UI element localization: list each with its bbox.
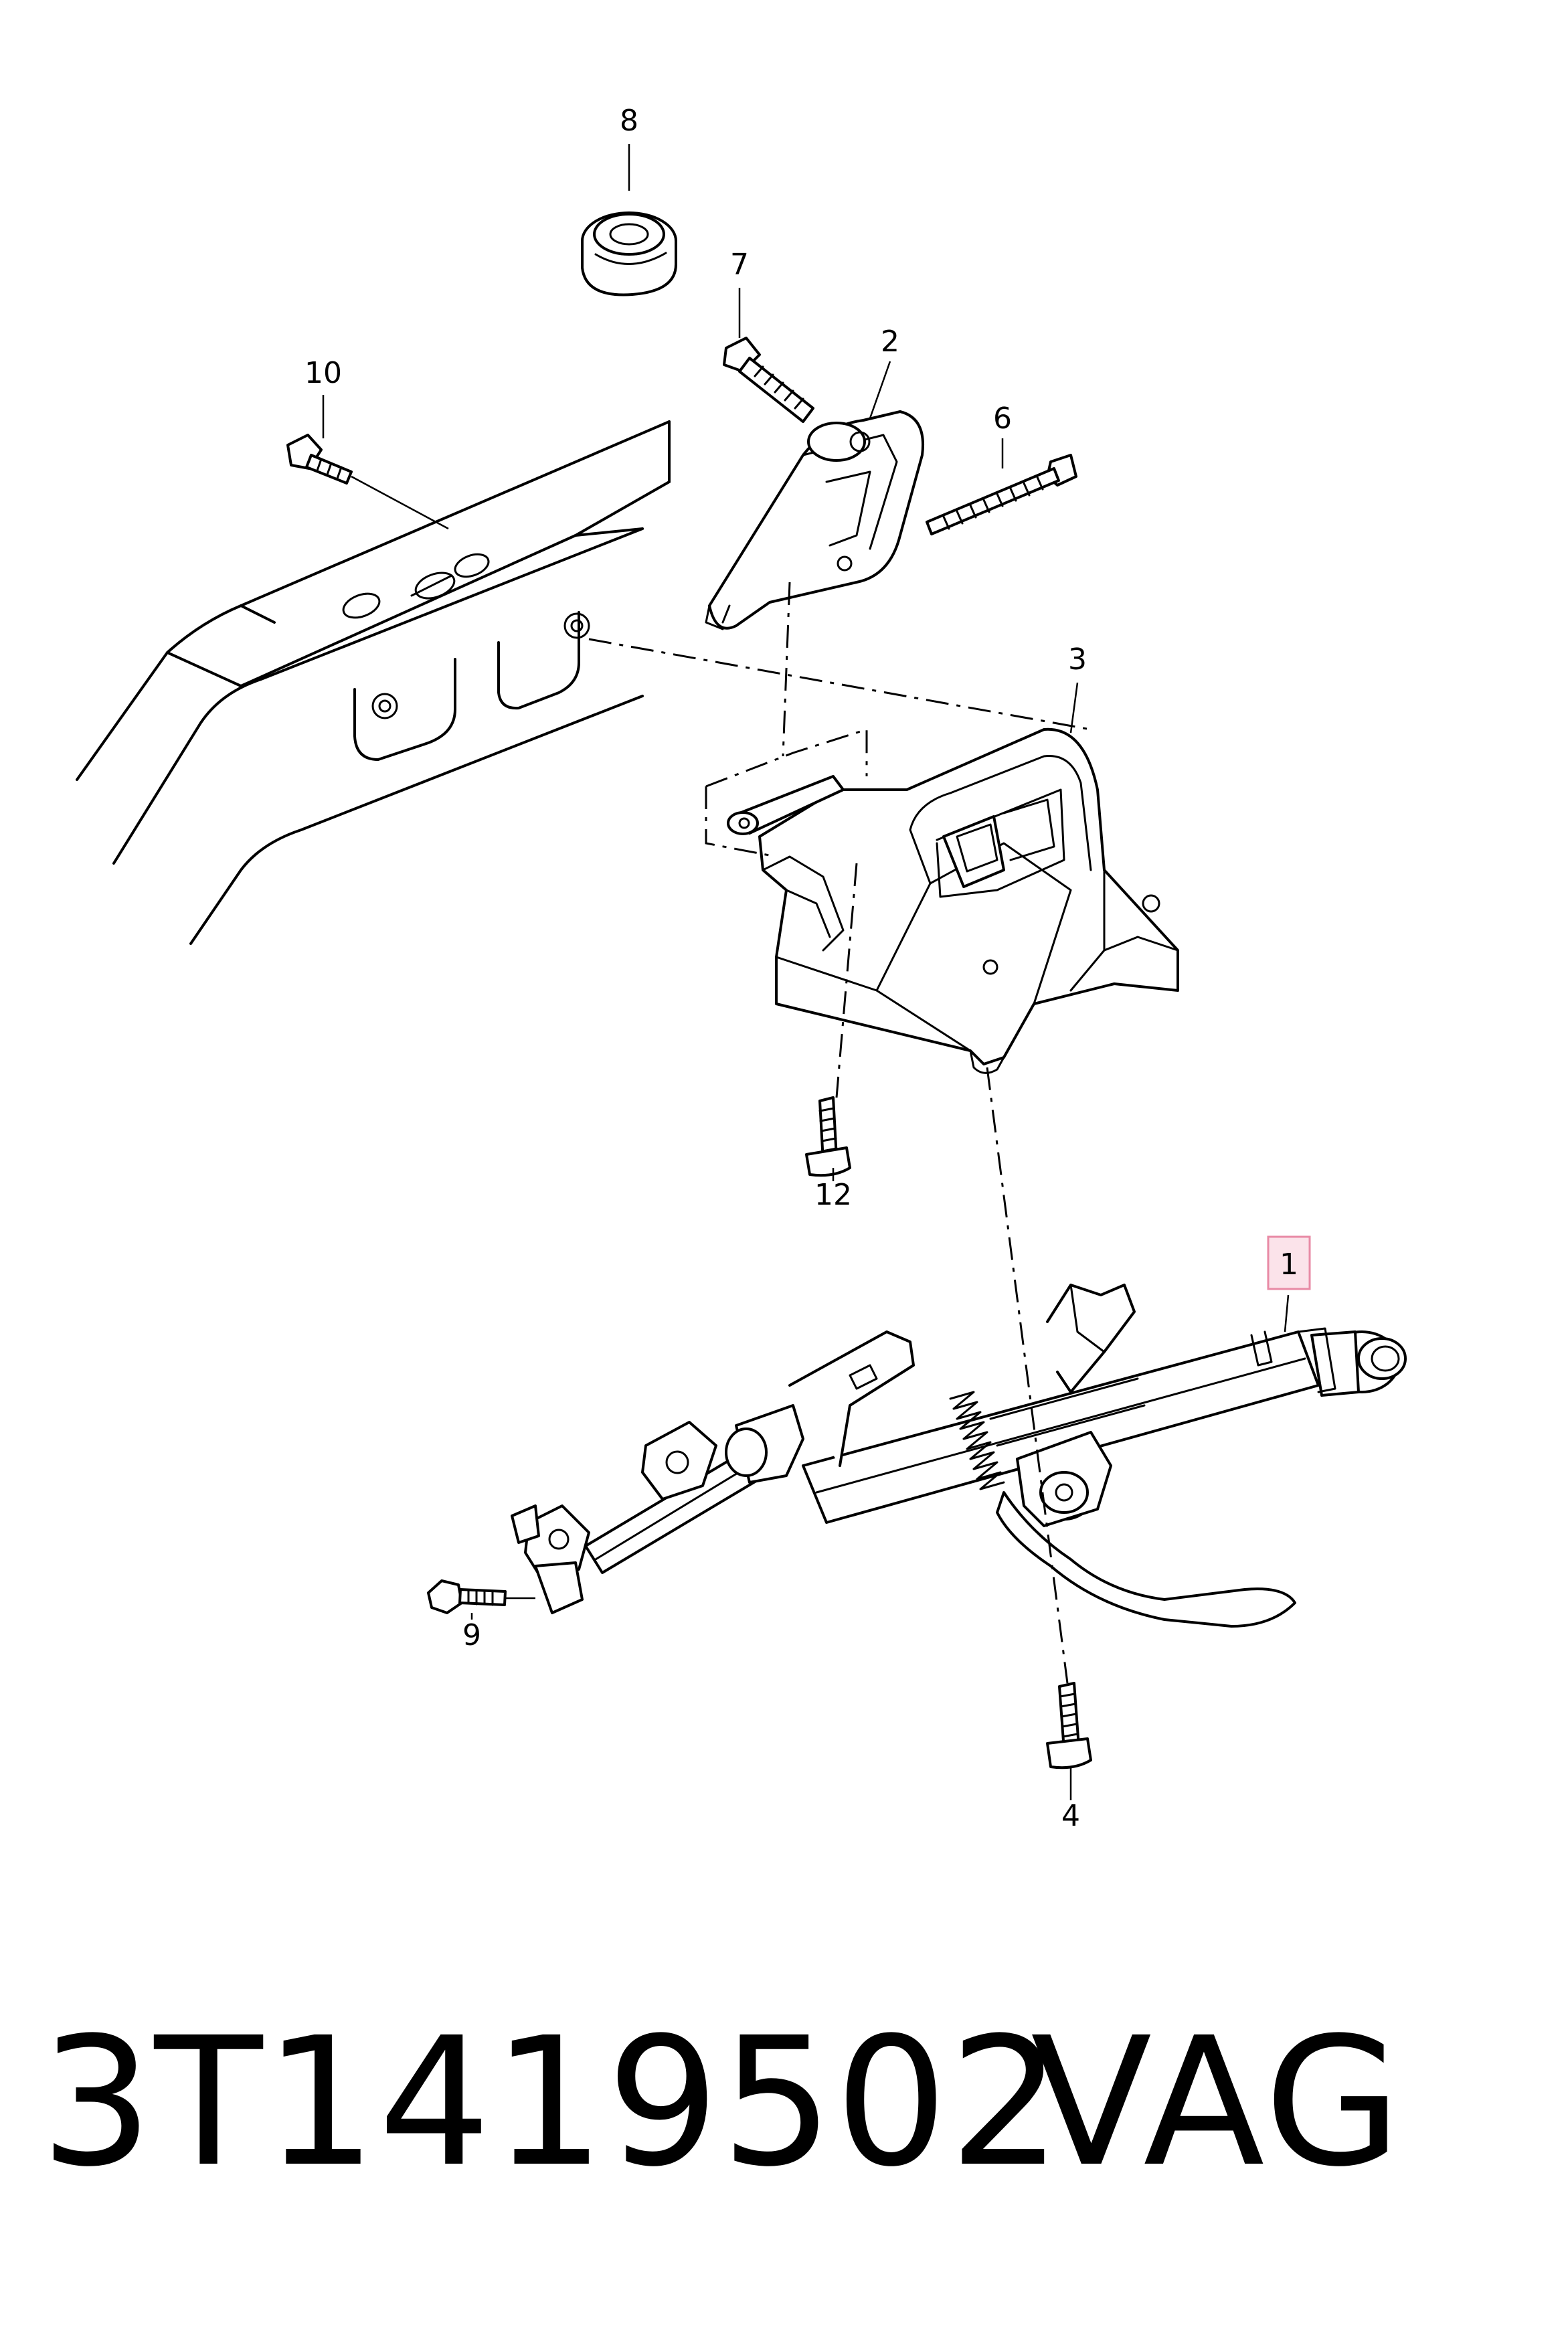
callout-1: 1 — [1280, 1247, 1298, 1282]
bolt-part-7 — [723, 337, 814, 423]
column-bracket-part-3 — [705, 727, 1179, 1074]
part-number-label: 3T1419502 — [40, 2000, 1063, 2206]
callout-10: 10 — [304, 356, 342, 390]
callout-8: 8 — [620, 104, 638, 138]
bracket-part-2 — [705, 410, 924, 630]
callout-7: 7 — [730, 248, 749, 282]
steering-column-part-1 — [511, 1284, 1407, 1628]
bolt-part-9 — [427, 1579, 535, 1614]
bolt-part-12 — [805, 1096, 851, 1177]
grommet-part-8 — [581, 211, 677, 296]
bolt-part-10 — [286, 434, 449, 530]
callout-12: 12 — [814, 1178, 852, 1212]
bolt-part-6 — [926, 454, 1077, 535]
brand-label: VAG — [1031, 2000, 1405, 2206]
leader-lines — [322, 144, 1290, 1800]
callout-4: 4 — [1061, 1799, 1080, 1833]
callout-2: 2 — [881, 325, 899, 359]
callout-6: 6 — [993, 402, 1012, 436]
callout-3: 3 — [1068, 642, 1087, 677]
bolt-part-4 — [1046, 1682, 1092, 1769]
callout-highlight — [1267, 1235, 1311, 1290]
crossmember-beam — [76, 420, 671, 945]
alignment-lines — [588, 582, 1092, 1684]
callout-9: 9 — [462, 1618, 481, 1652]
